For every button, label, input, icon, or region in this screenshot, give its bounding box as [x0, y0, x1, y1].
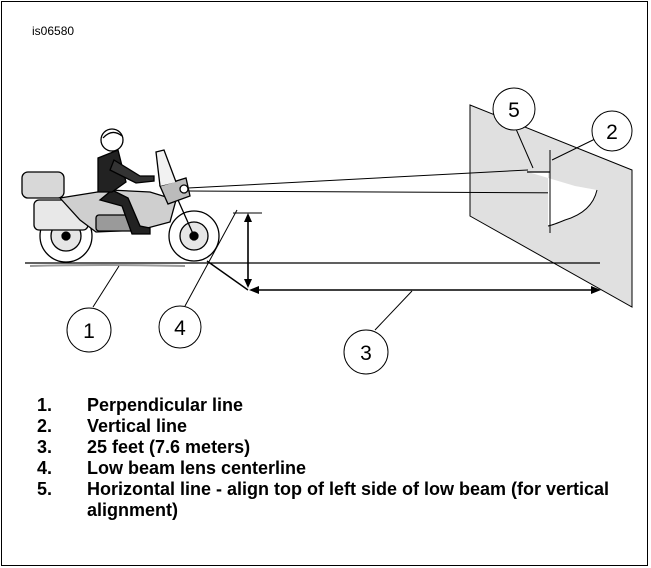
callout-3: 3: [343, 329, 389, 375]
headlamp-alignment-diagram: 1 2 3 4 5: [21, 87, 633, 375]
distance-arrow-head-left: [249, 286, 259, 294]
beam-spot: [528, 172, 597, 226]
callout-2-leader: [551, 138, 596, 161]
rider-leg: [98, 189, 151, 235]
callout-4-label: 4: [174, 317, 186, 340]
legend-item-number: 3.: [37, 437, 53, 457]
legend-list: 1. Perpendicular line 2. Vertical line 3…: [37, 395, 647, 521]
rider-arm: [109, 159, 155, 184]
headlamp: [179, 184, 189, 194]
height-arrow-head-bottom: [244, 279, 252, 288]
callout-1: 1: [66, 307, 112, 353]
motorcycle-with-rider: [21, 128, 220, 263]
height-arrow-head-top: [244, 213, 252, 222]
legend-item-number: 5.: [37, 479, 53, 499]
callout-3-label: 3: [360, 342, 372, 365]
legend-item: 3. 25 feet (7.6 meters): [37, 437, 647, 458]
figure-id: is06580: [32, 24, 75, 38]
legend-item: 4. Low beam lens centerline: [37, 458, 647, 479]
beam-upper-edge: [187, 169, 529, 189]
bike-body: [58, 189, 177, 233]
legend-item-number: 2.: [37, 416, 53, 436]
distance-arrow-head-right: [591, 286, 601, 294]
callout-1-label: 1: [83, 320, 95, 343]
legend-item-number: 1.: [37, 395, 53, 415]
legend-item-text: 25 feet (7.6 meters): [87, 437, 251, 457]
callout-5-label: 5: [508, 99, 520, 122]
callout-3-leader: [374, 290, 413, 331]
callout-4-leader: [184, 209, 238, 307]
callout-5-leader: [515, 128, 534, 169]
legend-item-number: 4.: [37, 458, 53, 478]
callout-2-label: 2: [606, 121, 618, 144]
legend-item-text: Perpendicular line: [87, 395, 244, 415]
callout-2: 2: [591, 110, 633, 152]
fairing: [159, 177, 191, 205]
callout-5: 5: [492, 87, 536, 131]
legend-item-text: Vertical line: [87, 416, 188, 436]
beam-lower-edge: [187, 190, 591, 194]
legend-item: 5. Horizontal line - align top of left s…: [37, 479, 647, 521]
callout-1-leader: [92, 265, 120, 308]
ground-shadow: [29, 264, 186, 267]
legend-item-text: Horizontal line - align top of left side…: [87, 479, 610, 520]
callout-4: 4: [158, 305, 202, 349]
tour-trunk: [21, 171, 65, 199]
legend-item: 2. Vertical line: [37, 416, 647, 437]
windshield: [155, 149, 177, 187]
perpendicular-line: [206, 260, 249, 291]
beam-spot-outline: [547, 189, 598, 227]
legend-item-text: Low beam lens centerline: [87, 458, 307, 478]
legend-item: 1. Perpendicular line: [37, 395, 647, 416]
